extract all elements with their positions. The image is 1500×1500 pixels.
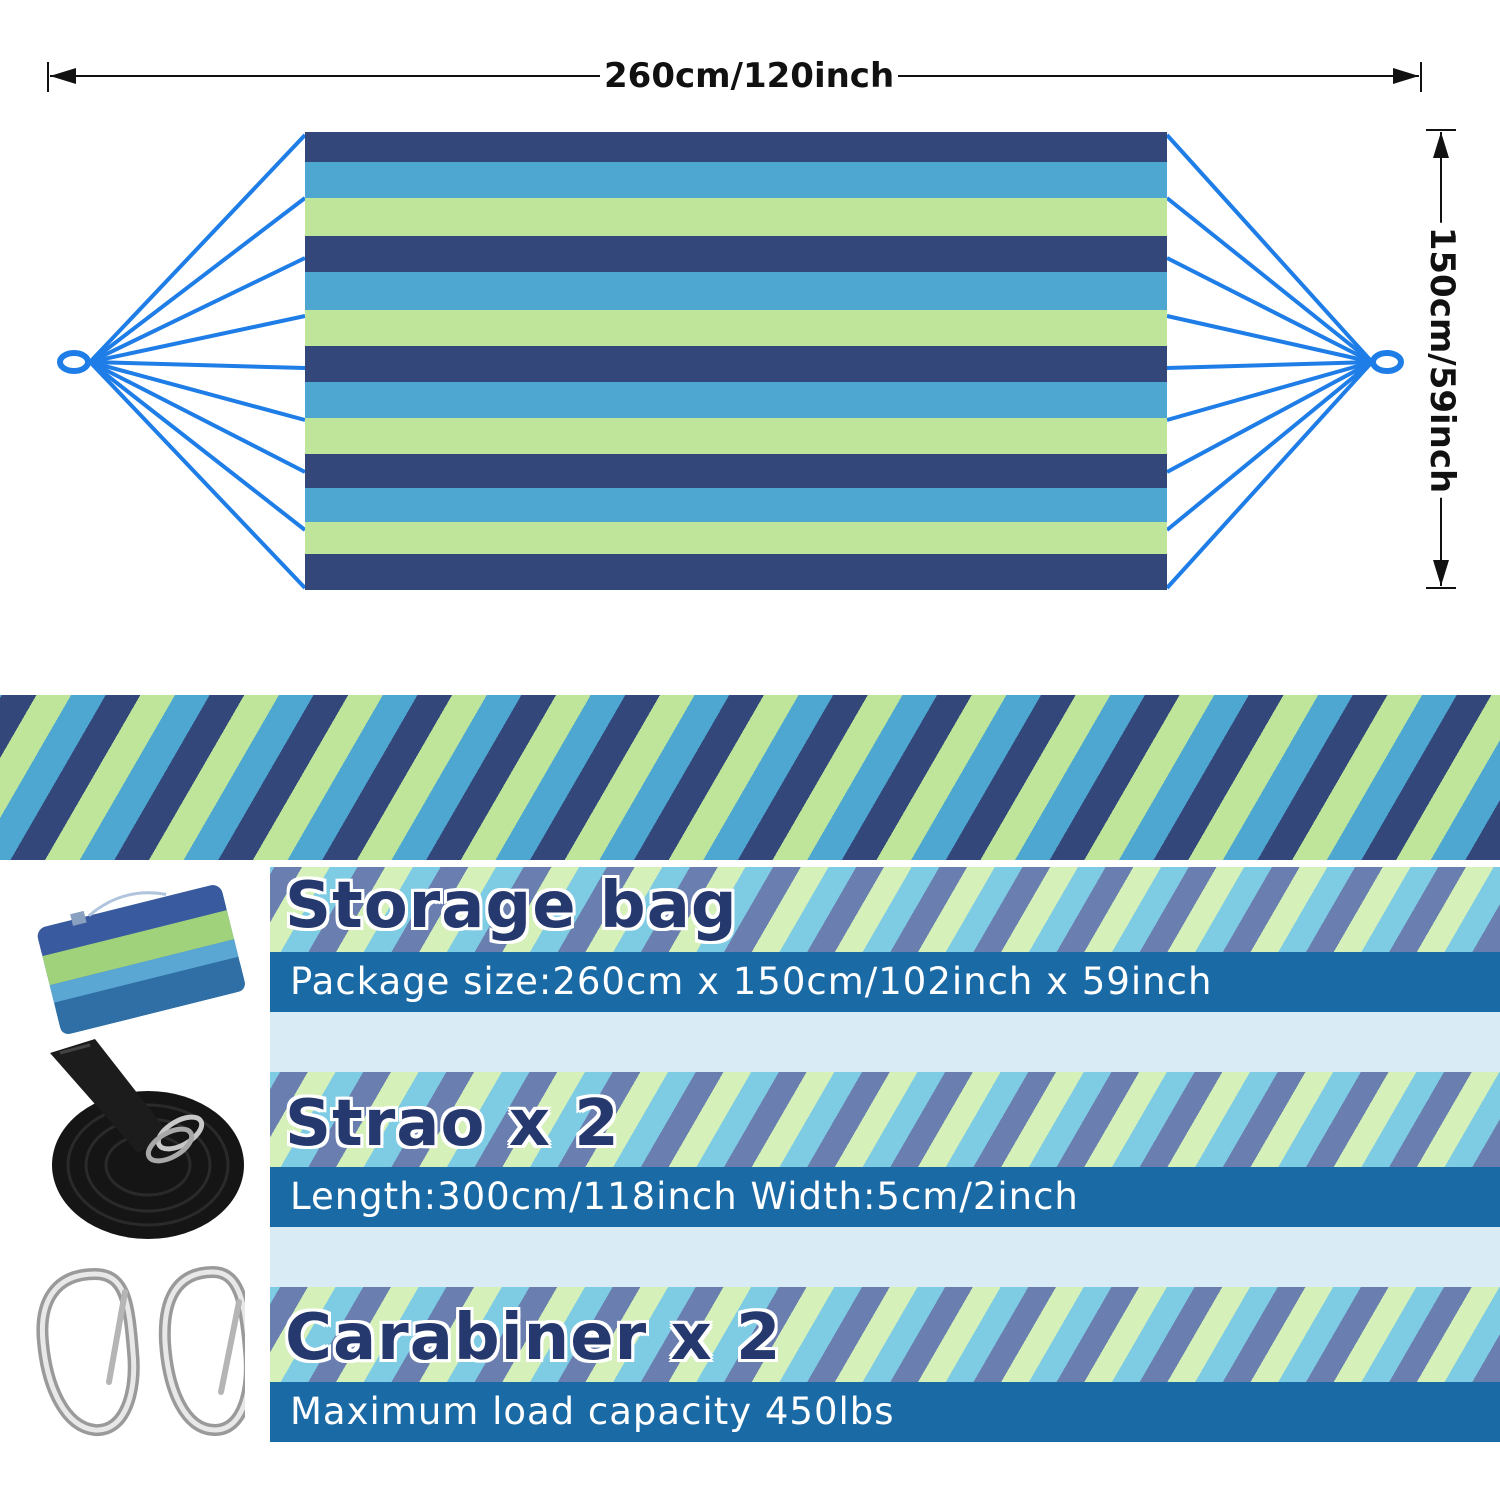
- carabiner-description: Maximum load capacity 450lbs: [290, 1390, 895, 1433]
- hammock-illustration: [57, 132, 1404, 590]
- carabiner-title: Carabiner x 2: [285, 1301, 782, 1375]
- row-stripe-background: [270, 867, 1500, 952]
- row-description-bar: [270, 1382, 1500, 1442]
- row-gap-panel: [270, 1012, 1500, 1072]
- strap-icon: [50, 1039, 244, 1239]
- left-ring: [57, 350, 91, 374]
- row-description-bar: [270, 952, 1500, 1012]
- width-label: 260cm/120inch: [600, 52, 899, 100]
- row-stripe-background: [270, 1072, 1500, 1167]
- row-gap-panel: [270, 1227, 1500, 1287]
- left-ropes: [88, 133, 307, 590]
- fabric-pattern-banner: [0, 695, 1500, 860]
- row-description-bar: [270, 1167, 1500, 1227]
- carabiner-icon: [36, 1265, 245, 1437]
- storage-bag-icon: [37, 885, 245, 1035]
- row-stripe-background: [270, 1287, 1500, 1382]
- strap-description: Length:300cm/118inch Width:5cm/2inch: [290, 1175, 1079, 1218]
- right-ropes: [1165, 133, 1374, 590]
- storage-bag-description: Package size:260cm x 150cm/102inch x 59i…: [290, 960, 1213, 1003]
- storage-bag-title: Storage bag: [285, 869, 738, 943]
- strap-title: Strao x 2: [285, 1087, 620, 1161]
- hammock-bed: [305, 132, 1167, 590]
- right-ring: [1370, 350, 1404, 374]
